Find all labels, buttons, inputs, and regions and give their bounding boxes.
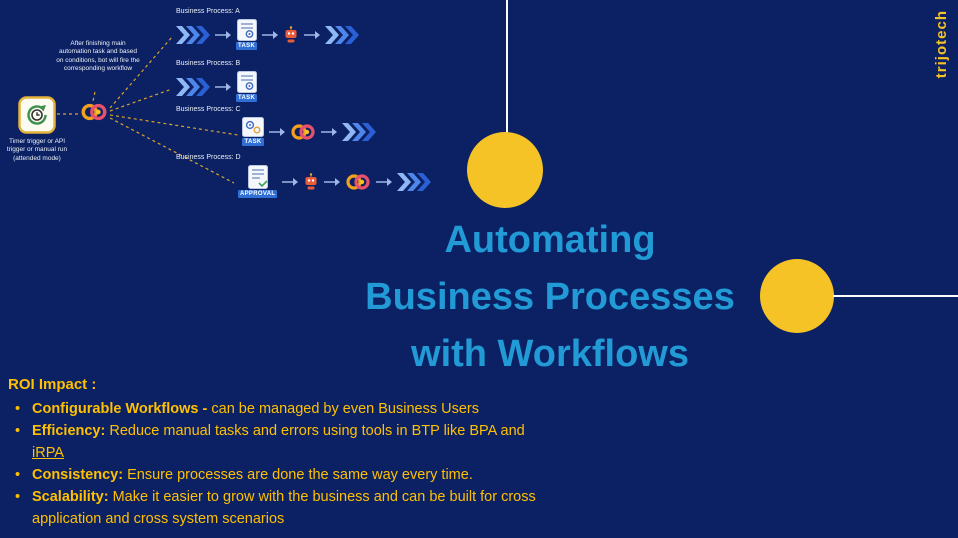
- title-line-1: Automating: [444, 219, 656, 261]
- business-process-label: Business Process: B: [176, 60, 241, 67]
- arrow-icon: [304, 30, 321, 40]
- task-label: TASK: [236, 42, 258, 50]
- roi-bullet-consistency: Consistency: Ensure processes are done t…: [8, 464, 588, 486]
- bot-rings-icon: [345, 173, 371, 191]
- arrow-icon: [269, 127, 285, 137]
- approval-label: APPROVAL: [238, 190, 278, 198]
- task-icon: TASK: [236, 19, 258, 50]
- business-process-label: Business Process: C: [176, 106, 241, 113]
- slide-title: Automating Business Processes with Workf…: [310, 212, 790, 383]
- process-flow: APPROVAL: [238, 165, 432, 198]
- process-flow: TASK: [242, 117, 376, 146]
- business-process-row-c: Business Process: C TASK: [176, 106, 376, 146]
- title-line-3: with Workflows: [411, 333, 689, 375]
- process-flow: TASK: [176, 19, 360, 50]
- chevrons-icon: [342, 122, 376, 141]
- decor-circle-top: [467, 132, 543, 208]
- chevrons-icon: [176, 77, 210, 96]
- robot-icon: [303, 173, 319, 190]
- arrow-icon: [262, 30, 279, 40]
- roi-bullet-list: Configurable Workflows - can be managed …: [8, 398, 588, 530]
- brand-logo: trijotech: [933, 10, 950, 79]
- task-label: TASK: [236, 94, 258, 102]
- divider-line-vertical: [506, 0, 508, 134]
- roi-bullet-bold: Efficiency:: [32, 423, 110, 439]
- roi-bullet-bold: Scalability:: [32, 489, 113, 505]
- title-line-2: Business Processes: [365, 276, 735, 318]
- divider-line-horizontal: [833, 295, 958, 297]
- roi-bullet-text: can be managed by even Business Users: [211, 401, 479, 417]
- approval-icon: APPROVAL: [238, 165, 278, 198]
- workflow-diagram: After finishing main automation task and…: [0, 0, 432, 215]
- business-process-label: Business Process: A: [176, 8, 240, 15]
- arrow-icon: [215, 82, 231, 92]
- bot-rings-icon: [80, 102, 108, 122]
- connector-lines: [57, 36, 239, 184]
- roi-bullet-configurable: Configurable Workflows - can be managed …: [8, 398, 588, 420]
- roi-bullet-bold: Configurable Workflows -: [32, 401, 212, 417]
- chevrons-icon: [397, 172, 432, 191]
- roi-heading: ROI Impact :: [8, 376, 97, 393]
- decor-circle-right: [760, 259, 834, 333]
- trigger-label: Timer trigger or API trigger or manual r…: [6, 138, 68, 162]
- roi-bullet-efficiency: Efficiency: Reduce manual tasks and erro…: [8, 420, 588, 464]
- business-process-row-a: Business Process: A: [176, 8, 360, 50]
- robot-icon: [283, 26, 299, 43]
- roi-bullet-scalability: Scalability: Make it easier to grow with…: [8, 486, 588, 530]
- arrow-icon: [324, 177, 341, 187]
- bot-rings-icon: [290, 123, 316, 141]
- business-process-row-d: Business Process: D APPROVAL: [176, 154, 432, 198]
- arrow-icon: [321, 127, 337, 137]
- roi-section: ROI Impact : Configurable Workflows - ca…: [8, 376, 628, 530]
- chevrons-icon: [325, 25, 360, 44]
- automation-note: After finishing main automation task and…: [56, 40, 140, 73]
- roi-bullet-underline: iRPA: [32, 445, 64, 461]
- roi-bullet-bold: Consistency:: [32, 467, 128, 483]
- gears-task-icon: TASK: [242, 117, 264, 146]
- roi-bullet-text: Ensure processes are done the same way e…: [127, 467, 473, 483]
- task-icon: TASK: [236, 71, 258, 102]
- chevrons-icon: [176, 25, 210, 44]
- task-label: TASK: [242, 138, 264, 146]
- roi-bullet-text: Reduce manual tasks and errors using too…: [109, 423, 525, 439]
- business-process-label: Business Process: D: [176, 154, 241, 161]
- roi-bullet-text: Make it easier to grow with the business…: [32, 489, 536, 527]
- arrow-icon: [376, 177, 393, 187]
- arrow-icon: [215, 30, 231, 40]
- timer-trigger-icon: [18, 96, 56, 134]
- business-process-row-b: Business Process: B: [176, 60, 258, 102]
- process-flow: TASK: [176, 71, 258, 102]
- arrow-icon: [282, 177, 299, 187]
